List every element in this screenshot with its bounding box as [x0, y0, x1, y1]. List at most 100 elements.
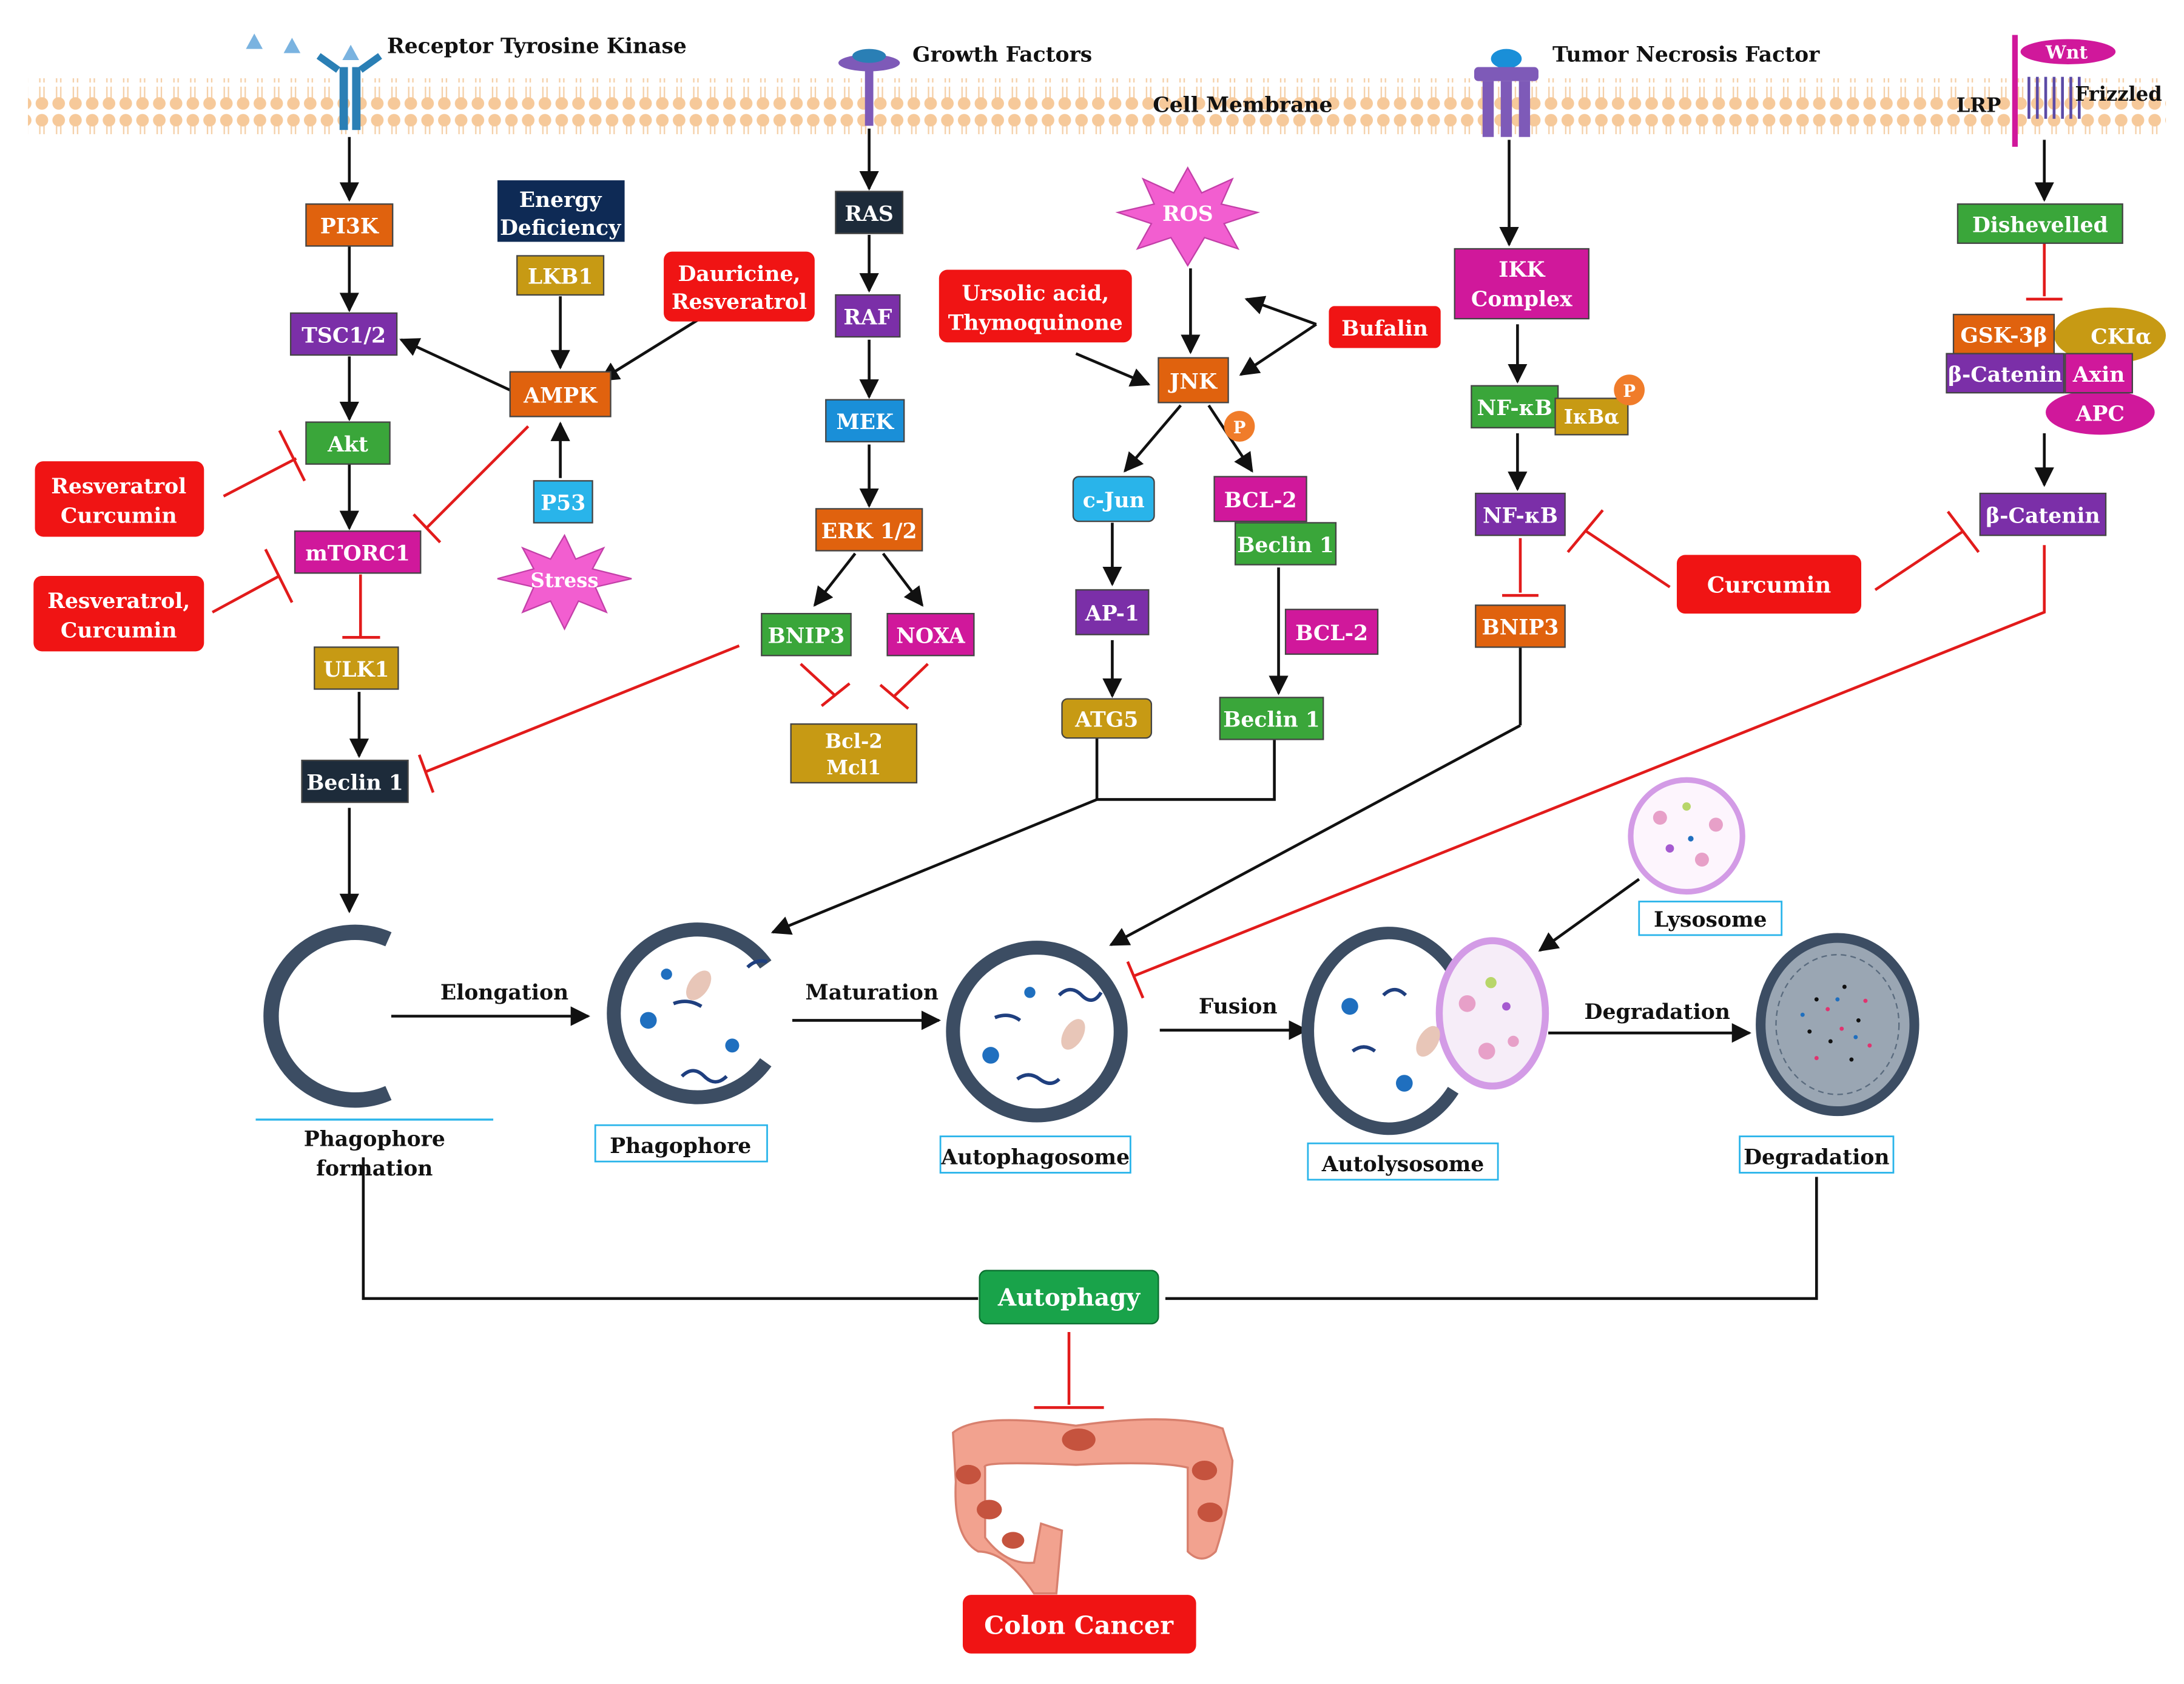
svg-text:mTORC1: mTORC1: [305, 542, 410, 566]
svg-text:Autophagosome: Autophagosome: [940, 1146, 1130, 1170]
svg-text:Curcumin: Curcumin: [61, 504, 177, 528]
node-bcatenin-complex: β-Catenin: [1946, 353, 2065, 394]
svg-text:Stress: Stress: [531, 569, 599, 592]
cell-membrane-label: Cell Membrane: [1153, 93, 1332, 117]
node-raf: RAF: [835, 294, 901, 338]
svg-text:P: P: [1623, 381, 1636, 401]
autolysosome-icon: [1301, 927, 1549, 1135]
degradation-label-box: Degradation: [1739, 1135, 1895, 1174]
svg-text:BCL-2: BCL-2: [1295, 621, 1368, 646]
svg-text:Phagophore: Phagophore: [610, 1134, 751, 1158]
phagophore-formation-icon: [263, 924, 392, 1108]
svg-text:AP-1: AP-1: [1085, 602, 1139, 626]
lrp-label: LRP: [1956, 93, 2001, 117]
node-ap1: AP-1: [1075, 589, 1150, 635]
node-stress: Stress: [497, 533, 632, 631]
node-mek: MEK: [825, 399, 905, 442]
svg-text:Degradation: Degradation: [1744, 1146, 1889, 1170]
node-gsk3b: GSK-3β: [1952, 314, 2055, 354]
svg-text:Autophagy: Autophagy: [997, 1283, 1141, 1311]
node-ckia: CKIα: [2054, 307, 2166, 364]
svg-text:JNK: JNK: [1168, 370, 1218, 394]
phagophore-formation-label-b: formation: [316, 1157, 433, 1181]
node-ulk1: ULK1: [314, 646, 399, 690]
node-bcl2-a: BCL-2: [1213, 476, 1307, 522]
svg-text:Ursolic acid,: Ursolic acid,: [962, 282, 1109, 306]
node-dishevelled: Dishevelled: [1956, 203, 2123, 244]
node-bnip3-right: BNIP3: [1475, 604, 1566, 648]
phagophore-label-box: Phagophore: [594, 1124, 768, 1163]
svg-text:CKIα: CKIα: [2091, 325, 2151, 350]
svg-text:Thymoquinone: Thymoquinone: [948, 311, 1123, 336]
node-nfkb-a: NF-κB: [1471, 385, 1559, 428]
svg-text:Dishevelled: Dishevelled: [1972, 213, 2108, 237]
svg-text:IKK: IKK: [1498, 258, 1546, 282]
growth-factor-receptor-icon: [838, 49, 900, 126]
svg-text:APC: APC: [2075, 402, 2125, 426]
node-p53: P53: [533, 480, 593, 524]
node-axin: Axin: [2064, 353, 2133, 394]
node-apc: APC: [2046, 390, 2155, 435]
node-noxa: NOXA: [886, 612, 975, 657]
svg-text:Energy: Energy: [519, 188, 602, 212]
svg-text:RAF: RAF: [843, 305, 892, 330]
degradation-icon: [1756, 933, 1919, 1117]
drug-curcumin: Curcumin: [1676, 555, 1861, 614]
svg-text:GSK-3β: GSK-3β: [1960, 323, 2047, 348]
frizzled-label: Frizzled: [2075, 83, 2162, 106]
node-cjun: c-Jun: [1072, 476, 1155, 522]
svg-text:β-Catenin: β-Catenin: [1986, 504, 2100, 528]
degradation-step-label: Degradation: [1585, 1000, 1730, 1024]
svg-text:Lysosome: Lysosome: [1654, 908, 1767, 932]
node-tsc12: TSC1/2: [289, 312, 398, 356]
tnf-label: Tumor Necrosis Factor: [1552, 42, 1820, 67]
tnf-receptor-icon: [1474, 49, 1539, 137]
node-mtorc1: mTORC1: [294, 530, 422, 574]
phospho-p-icon-b: P: [1614, 374, 1645, 405]
svg-text:P53: P53: [541, 492, 585, 516]
node-akt: Akt: [305, 421, 391, 465]
growth-factors-label: Growth Factors: [912, 42, 1092, 67]
node-ros: ROS: [1115, 166, 1261, 267]
drug-bufalin: Bufalin: [1329, 306, 1441, 348]
svg-text:Mcl1: Mcl1: [826, 756, 881, 779]
svg-text:NF-κB: NF-κB: [1483, 504, 1558, 528]
svg-text:PI3K: PI3K: [320, 215, 380, 239]
phagophore-formation-label-a: Phagophore: [304, 1128, 445, 1152]
connector-lines: [362, 646, 1818, 1300]
node-ras: RAS: [835, 191, 904, 234]
node-erk12: ERK 1/2: [815, 508, 923, 552]
inhibition-lines: [212, 240, 2063, 1409]
drug-resveratrol-curcumin-2: Resveratrol,Curcumin: [33, 575, 204, 652]
svg-text:Resveratrol: Resveratrol: [672, 290, 807, 314]
rtk-receptor-icon: [246, 33, 382, 130]
node-bcl2-b: BCL-2: [1284, 609, 1379, 655]
svg-text:IκBα: IκBα: [1564, 405, 1619, 428]
lysosome-label-box: Lysosome: [1638, 901, 1783, 936]
svg-text:P: P: [1233, 418, 1246, 438]
autolysosome-label-box: Autolysosome: [1307, 1142, 1499, 1181]
svg-text:NOXA: NOXA: [896, 624, 966, 649]
svg-text:NF-κB: NF-κB: [1477, 396, 1552, 421]
node-atg5: ATG5: [1061, 698, 1153, 739]
maturation-label: Maturation: [806, 981, 939, 1005]
svg-text:c-Jun: c-Jun: [1083, 489, 1145, 513]
autophagosome-icon: [946, 941, 1128, 1123]
autophagy-box: Autophagy: [979, 1270, 1159, 1325]
drug-ursolic-thymoquinone: Ursolic acid, Thymoquinone: [939, 269, 1132, 343]
svg-text:ATG5: ATG5: [1074, 708, 1138, 732]
lysosome-icon: [1628, 777, 1745, 895]
svg-text:Curcumin: Curcumin: [61, 618, 177, 643]
svg-text:ERK 1/2: ERK 1/2: [821, 519, 917, 544]
phagophore-icon: [607, 922, 772, 1104]
node-pi3k: PI3K: [305, 203, 394, 247]
svg-text:Resveratrol: Resveratrol: [51, 475, 186, 499]
rtk-label: Receptor Tyrosine Kinase: [387, 35, 687, 59]
svg-text:RAS: RAS: [844, 202, 893, 226]
phospho-p-icon-a: P: [1224, 411, 1255, 442]
